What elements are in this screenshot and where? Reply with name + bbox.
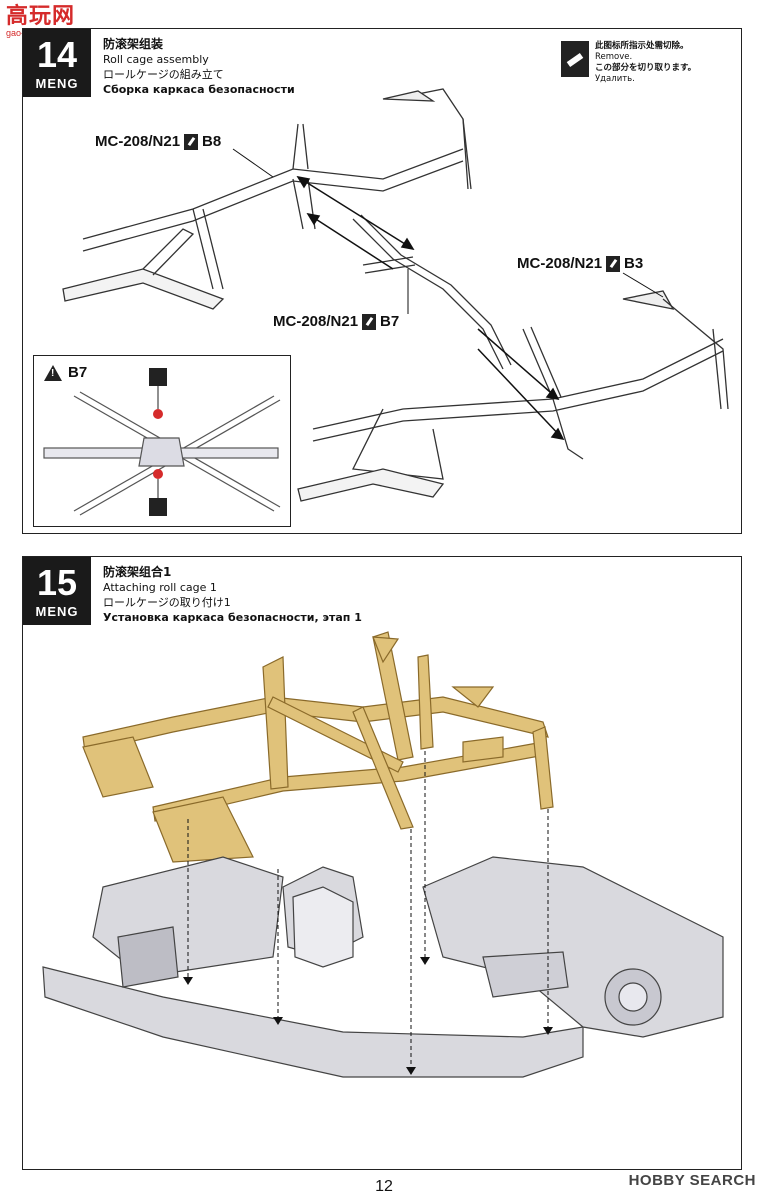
inset-part: B7 [68, 364, 88, 381]
inset-b7-detail: B7 [33, 355, 291, 527]
step-number: 15 [36, 562, 78, 603]
callout-part: B3 [624, 255, 644, 272]
roll-cage-assembly-drawing [62, 88, 729, 502]
roll-cage-installation-drawing [42, 631, 724, 1078]
title-ru: Сборка каркаса безопасности [103, 83, 295, 96]
cut-point-bottom [153, 469, 163, 479]
step-number: 14 [36, 34, 78, 75]
cut-point-top [153, 409, 163, 419]
step-badge: 14 MENG [23, 29, 91, 97]
step-15-panel: 15 MENG 防滚架组合1 Attaching roll cage 1 ロール… [22, 556, 742, 1170]
title-zh: 防滚架组合1 [103, 565, 172, 579]
callout-b8: MC-208/N21 B8 [95, 133, 221, 150]
remove-zh: 此图标所指示处需切除。 [595, 41, 689, 51]
knife-icon [362, 313, 377, 330]
watermark-logo: 高玩网 [6, 4, 76, 29]
title-ru: Установка каркаса безопасности, этап 1 [103, 611, 362, 624]
knife-icon [184, 133, 199, 150]
title-en: Attaching roll cage 1 [103, 581, 217, 594]
hobby-search-watermark: HOBBY SEARCH [628, 1172, 756, 1189]
knife-icon [149, 368, 167, 386]
page-number: 12 [375, 1178, 393, 1195]
callout-b7: MC-208/N21 B7 [273, 313, 399, 330]
b7-sprue-drawing [43, 368, 281, 516]
inset-label: B7 [44, 364, 87, 381]
brand-logo: MENG [35, 76, 79, 91]
callout-code: MC-208/N21 [517, 255, 603, 272]
title-ja: ロールケージの組み立て [103, 68, 224, 81]
title-en: Roll cage assembly [103, 53, 209, 66]
callout-b3: MC-208/N21 B3 [517, 255, 643, 272]
callout-code: MC-208/N21 [273, 313, 359, 330]
title-ja: ロールケージの取り付け1 [103, 596, 231, 609]
callout-part: B7 [380, 313, 400, 330]
callout-part: B8 [202, 133, 222, 150]
warning-icon [44, 364, 62, 381]
step-14-panel: 14 MENG 防滚架组装 Roll cage assembly ロールケージの… [22, 28, 742, 534]
brand-logo: MENG [35, 604, 79, 619]
remove-ja: この部分を切り取ります。 [595, 63, 697, 73]
knife-icon [149, 498, 167, 516]
remove-ru: Удалить. [595, 74, 635, 84]
remove-note: 此图标所指示处需切除。 Remove. この部分を切り取ります。 Удалить… [561, 41, 731, 85]
title-zh: 防滚架组装 [103, 37, 164, 51]
knife-icon [561, 41, 589, 77]
step-badge: 15 MENG [23, 557, 91, 625]
callout-code: MC-208/N21 [95, 133, 181, 150]
remove-en: Remove. [595, 52, 633, 62]
step-titles: 防滚架组装 Roll cage assembly ロールケージの組み立て Сбо… [103, 37, 295, 97]
knife-icon [606, 255, 621, 272]
step-titles: 防滚架组合1 Attaching roll cage 1 ロールケージの取り付け… [103, 565, 362, 625]
